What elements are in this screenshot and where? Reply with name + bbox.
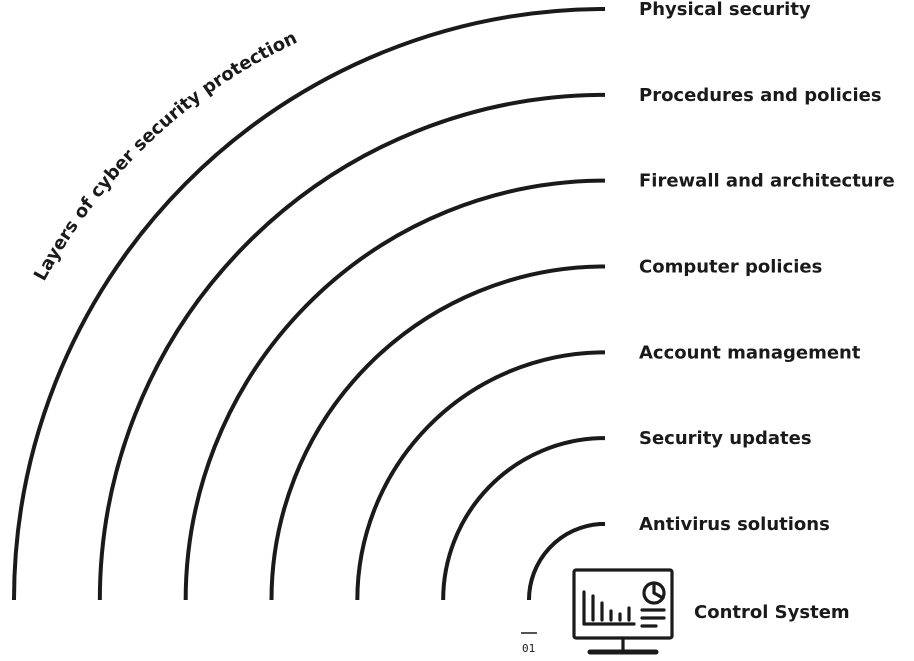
layer-label: Antivirus solutions bbox=[639, 514, 830, 535]
pie-chart-slice bbox=[652, 581, 665, 600]
monitor-chart-icon bbox=[572, 568, 674, 655]
layer-arc bbox=[12, 7, 605, 601]
layer-arcs bbox=[12, 7, 605, 601]
layer-arc bbox=[97, 92, 605, 601]
layer-label: Account management bbox=[639, 342, 861, 363]
layer-label: Computer policies bbox=[639, 257, 822, 278]
layer-arc bbox=[269, 264, 605, 601]
center-label: Control System bbox=[694, 602, 850, 623]
layer-label: Physical security bbox=[639, 0, 811, 20]
layer-arc bbox=[526, 522, 605, 601]
layer-arc bbox=[441, 436, 605, 601]
layer-label: Procedures and policies bbox=[639, 85, 882, 106]
layer-label: Security updates bbox=[639, 428, 812, 449]
arc-title-text: Layers of cyber security protection bbox=[30, 27, 300, 284]
layer-arc bbox=[355, 350, 605, 601]
layer-label: Firewall and architecture bbox=[639, 171, 895, 192]
arc-title: Layers of cyber security protection bbox=[30, 27, 300, 284]
layer-arc bbox=[183, 178, 605, 601]
figure-number: 01 bbox=[522, 642, 535, 655]
